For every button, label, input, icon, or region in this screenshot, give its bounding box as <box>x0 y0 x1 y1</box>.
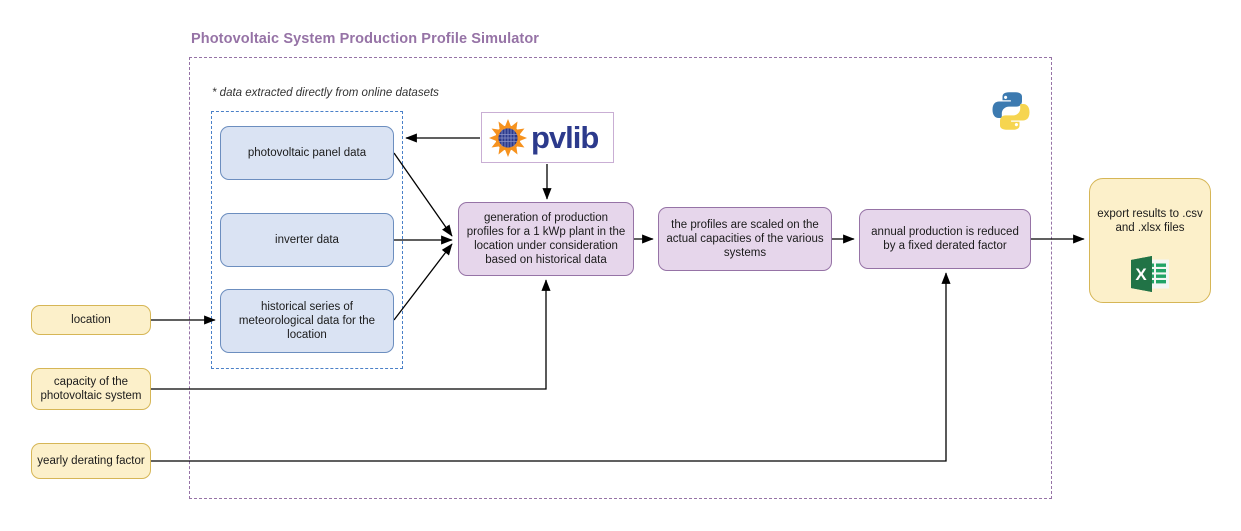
page-title: Photovoltaic System Production Profile S… <box>191 31 540 47</box>
node-label: the profiles are scaled on the actual ca… <box>666 219 824 259</box>
svg-text:X: X <box>1135 265 1147 284</box>
node-profile-scaling[interactable]: the profiles are scaled on the actual ca… <box>658 207 832 271</box>
node-label: inverter data <box>275 234 339 246</box>
node-label: export results to .csv and .xlsx files <box>1097 208 1203 234</box>
node-input-yearly-derating-factor[interactable]: yearly derating factor <box>31 443 151 479</box>
node-label: yearly derating factor <box>37 455 145 467</box>
node-annual-production-derating[interactable]: annual production is reduced by a fixed … <box>859 209 1031 269</box>
node-label: generation of production profiles for a … <box>466 212 626 266</box>
node-label: location <box>71 314 111 326</box>
node-meteorological-data[interactable]: historical series of meteorological data… <box>220 289 394 353</box>
node-input-capacity[interactable]: capacity of the photovoltaic system <box>31 368 151 410</box>
node-label: annual production is reduced by a fixed … <box>871 226 1019 252</box>
pvlib-logo: pvlib <box>481 112 614 163</box>
datasets-note: * data extracted directly from online da… <box>212 87 439 99</box>
node-label: historical series of meteorological data… <box>238 301 376 341</box>
excel-icon: X <box>1131 256 1169 292</box>
pvlib-wordmark: pvlib <box>531 120 599 155</box>
node-input-location[interactable]: location <box>31 305 151 335</box>
node-label: photovoltaic panel data <box>247 147 367 159</box>
node-inverter-data[interactable]: inverter data <box>220 213 394 267</box>
node-label: capacity of the photovoltaic system <box>40 376 142 402</box>
python-logo-icon <box>992 92 1030 130</box>
node-generation-of-production-profiles[interactable]: generation of production profiles for a … <box>458 202 634 276</box>
pvlib-sun-icon <box>489 118 527 157</box>
node-photovoltaic-panel-data[interactable]: photovoltaic panel data <box>220 126 394 180</box>
